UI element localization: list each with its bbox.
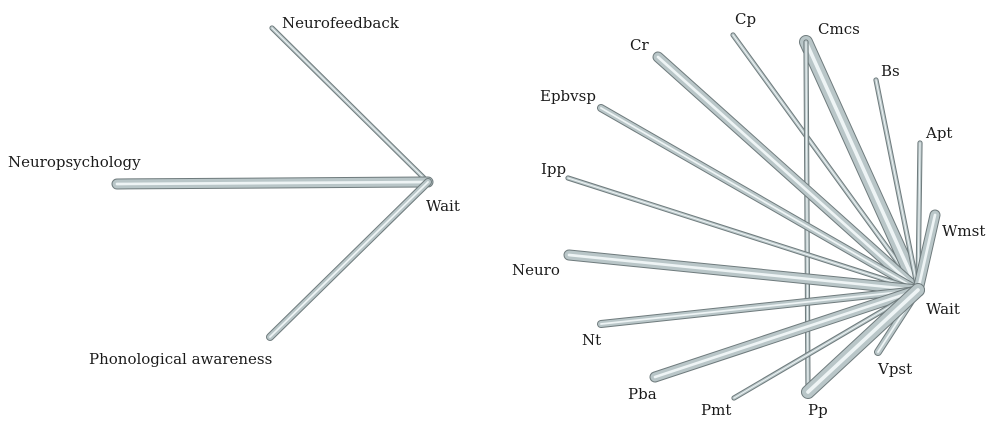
node-label-pba: Pba xyxy=(628,385,657,403)
node-label-cmcs: Cmcs xyxy=(818,20,860,38)
node-label-wait-left: Wait xyxy=(426,197,460,215)
right-edge-nt-wait xyxy=(597,286,922,328)
right-edge-pmt-wait xyxy=(731,287,921,401)
right-edge-pp-wait xyxy=(801,283,925,399)
right-edge-cp-wait xyxy=(730,32,921,293)
node-label-cr: Cr xyxy=(630,36,649,54)
node-label-nt: Nt xyxy=(582,331,601,349)
right-edge-cmcs-pp xyxy=(803,39,811,395)
right-edge-neuro-wait xyxy=(563,249,924,296)
right-edge-cr-wait xyxy=(652,51,924,296)
node-label-neuro: Neuro xyxy=(512,261,560,279)
node-label-neuropsychology: Neuropsychology xyxy=(8,153,141,171)
node-label-pmt: Pmt xyxy=(701,401,731,419)
node-label-wait-right: Wait xyxy=(926,300,960,318)
right-network-edges xyxy=(563,32,941,401)
node-label-vpst: Vpst xyxy=(877,360,912,378)
right-edge-pba-wait xyxy=(649,284,924,383)
node-label-phonological-awareness: Phonological awareness xyxy=(89,350,272,368)
right-edge-cmcs-wait xyxy=(799,35,925,297)
node-label-epbvsp: Epbvsp xyxy=(540,87,596,105)
left-edge-phonological-wait xyxy=(266,178,432,341)
right-edge-epbvsp-wait xyxy=(597,104,922,294)
node-label-neurofeedback: Neurofeedback xyxy=(282,14,400,32)
node-label-ipp: Ipp xyxy=(541,160,566,178)
right-edge-bs-wait xyxy=(873,77,921,293)
node-label-pp: Pp xyxy=(808,401,828,419)
node-label-cp: Cp xyxy=(735,10,756,28)
node-label-wmst: Wmst xyxy=(942,222,985,240)
left-network-edges xyxy=(111,25,434,341)
left-edge-neuropsychology-wait xyxy=(111,176,434,190)
left-edge-neurofeedback-wait xyxy=(269,25,431,185)
right-edge-wmst-wait xyxy=(912,209,941,296)
node-label-bs: Bs xyxy=(881,62,900,80)
node-label-apt: Apt xyxy=(925,124,952,142)
right-edge-ipp-wait xyxy=(565,175,921,293)
